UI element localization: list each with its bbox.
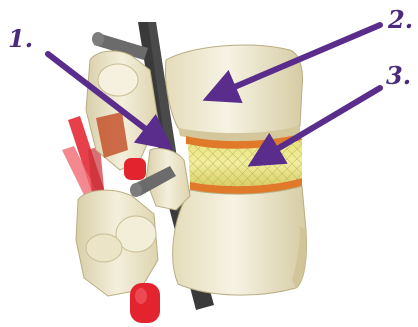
callout-label-3: 3. bbox=[386, 61, 411, 90]
nerve-cap-lower bbox=[130, 283, 160, 323]
lower-vertebral-body bbox=[173, 186, 307, 295]
nerve-cap-upper bbox=[124, 158, 146, 180]
callout-label-2: 2. bbox=[387, 5, 413, 34]
upper-vertebral-body bbox=[166, 45, 303, 141]
posterior-elements-lower bbox=[76, 190, 158, 296]
callout-label-1: 1. bbox=[8, 24, 33, 53]
